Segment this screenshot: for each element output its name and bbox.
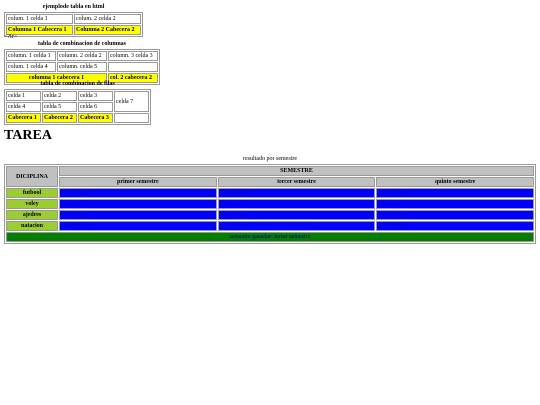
data-cell: futbool ppp — [376, 188, 534, 198]
merged-header-cell: columna 1 cabecera 1 — [6, 73, 107, 83]
semester-group-header: SEMESTRE — [59, 166, 534, 176]
data-cell: voley ppp — [59, 199, 217, 209]
column-header: tercer semestre — [217, 177, 376, 187]
header-cell: Cabecera 1 — [6, 113, 41, 123]
data-cell: futbool ppp — [59, 188, 217, 198]
merged-row-cell: celda 7 — [114, 91, 149, 112]
table-cell: celda 2 — [42, 91, 77, 101]
table-cell: column. 3 celda 3 — [108, 51, 158, 61]
data-cell: natacion ppp — [59, 221, 217, 231]
table-cell-empty — [114, 113, 149, 123]
table-row: celda 4 celda 5 celda 6 — [6, 102, 149, 112]
data-cell: futbool ppp — [217, 188, 376, 198]
table-cell: celda 4 — [6, 102, 41, 112]
semester-results-table: resultado por semestre DICIPLINA SEMESTR… — [4, 154, 536, 244]
table-row: ajedres ajedres ppp ajedres ppp ajedres … — [6, 210, 534, 220]
semester-results-caption: resultado por semestre — [243, 156, 297, 162]
data-cell: natacion ppp — [217, 221, 376, 231]
table-row: voley voley ppp voley ppp voley ppp — [6, 199, 534, 209]
header-cell: Columna 2 Cabecera 2 — [74, 25, 141, 35]
header-cell: Cabecera 3 — [78, 113, 113, 123]
example-table: ejemplode tabla en html colum. 1 celda 1… — [4, 2, 143, 37]
table-row: Columna 1 Cabecera 1 Columna 2 Cabecera … — [6, 25, 141, 35]
table-row: semestre ganadar: tercer semestre — [6, 232, 534, 242]
table-cell: column. celda 5 — [57, 62, 107, 72]
row-label: ajedres — [6, 210, 58, 220]
row-merge-caption: tabla de combinacion de filas — [40, 81, 115, 87]
section-title: TAREA — [4, 128, 52, 143]
table-row: colum. 1 celda 4 column. celda 5 — [6, 62, 158, 72]
row-merge-table: tabla de combinacion de filas celda 1 ce… — [4, 79, 151, 125]
table-cell-empty — [108, 62, 158, 72]
table-row: columna 1 cabecera 1 col. 2 cabecera 2 — [6, 73, 158, 83]
table-cell: celda 3 — [78, 91, 113, 101]
table-row: primer semestre tercer semestre quinto s… — [6, 177, 534, 187]
example-table-caption: ejemplode tabla en html — [42, 4, 105, 10]
table-row: futbool futbool ppp futbool ppp futbool … — [6, 188, 534, 198]
row-label: futbool — [6, 188, 58, 198]
data-cell: ajedres ppp — [59, 210, 217, 220]
column-merge-caption: tabla de combinacion de columnas — [37, 41, 126, 47]
row-label: voley — [6, 199, 58, 209]
table-cell: celda 5 — [42, 102, 77, 112]
column-header: quinto semestre — [376, 177, 534, 187]
data-cell: natacion ppp — [376, 221, 534, 231]
header-cell: col. 2 cabecera 2 — [108, 73, 158, 83]
data-cell: voley ppp — [376, 199, 534, 209]
data-cell: voley ppp — [217, 199, 376, 209]
table-cell: colum. 2 celda 2 — [74, 14, 141, 24]
table-cell: column. 2 celda 2 — [57, 51, 107, 61]
header-cell: Columna 1 Cabecera 1 — [6, 25, 73, 35]
footer-cell: semestre ganadar: tercer semestre — [6, 232, 534, 242]
table-cell: celda 1 — [6, 91, 41, 101]
table-cell: celda 6 — [78, 102, 113, 112]
header-cell: Cabecera 2 — [42, 113, 77, 123]
table-row: celda 1 celda 2 celda 3 celda 7 — [6, 91, 149, 112]
table-cell: colum. 1 celda 1 — [6, 14, 73, 24]
table-row: column. 1 celda 1 column. 2 celda 2 colu… — [6, 51, 158, 61]
table-row: colum. 1 celda 1 colum. 2 celda 2 — [6, 14, 141, 24]
row-label: natacion — [6, 221, 58, 231]
data-cell: ajedres ppp — [217, 210, 376, 220]
table-cell: colum. 1 celda 4 — [6, 62, 56, 72]
discipline-header: DICIPLINA — [6, 166, 58, 187]
table-row: DICIPLINA SEMESTRE — [6, 166, 534, 187]
table-row: natacion natacion ppp natacion ppp natac… — [6, 221, 534, 231]
data-cell: ajedres ppp — [376, 210, 534, 220]
table-row: Cabecera 1 Cabecera 2 Cabecera 3 — [6, 113, 149, 123]
table-cell: column. 1 celda 1 — [6, 51, 56, 61]
column-merge-table: tabla de combinacion de columnas column.… — [4, 39, 160, 85]
stray-text: <?tr> — [4, 34, 18, 40]
column-header: primer semestre — [59, 177, 217, 187]
